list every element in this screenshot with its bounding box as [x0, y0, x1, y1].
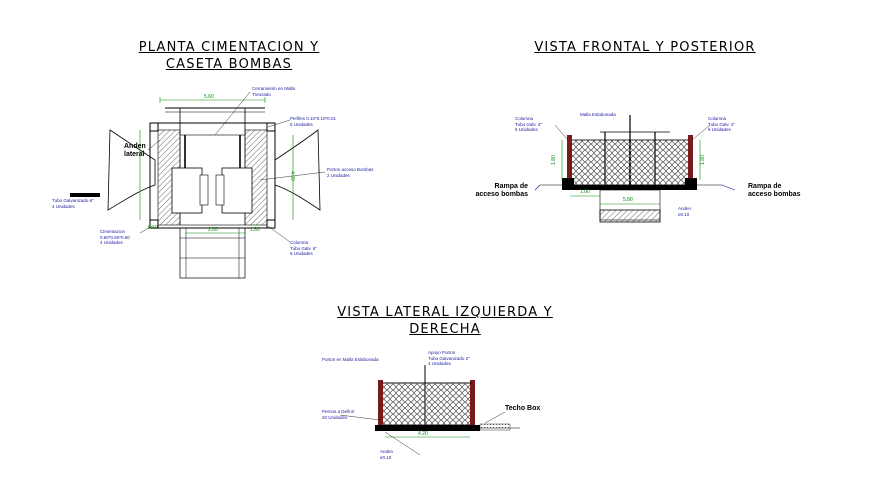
- lateral-techo-label: Techo Box: [505, 405, 541, 412]
- lateral-dim-w: 4.20: [418, 431, 428, 437]
- planta-dim-right: 4.00: [288, 171, 295, 181]
- planta-dim-bottom: 2.00: [208, 227, 218, 233]
- frontal-dim-w1: 1.00: [580, 189, 590, 195]
- title-planta: PLANTA CIMENTACION Y: [138, 40, 320, 55]
- title-lateral: VISTA LATERAL IZQUIERDA Y: [337, 305, 553, 320]
- lateral-porton-note: Porton en Malla Eslabonada: [322, 357, 379, 362]
- title-planta-2: CASETA BOMBAS: [165, 57, 293, 72]
- planta-dim-left: 0.60: [148, 225, 158, 231]
- title-lateral-2: DERECHA: [409, 322, 481, 337]
- planta-drawing: [70, 91, 326, 279]
- frontal-dim-h-left: 1.80: [550, 155, 557, 165]
- title-frontal: VISTA FRONTAL Y POSTERIOR: [534, 40, 756, 55]
- planta-dim-bottom2: 1.80: [250, 227, 260, 233]
- planta-tubo-note: Tubo Galvanizado 6"4 Unidades: [52, 198, 94, 209]
- lateral-drawing: [339, 365, 520, 456]
- frontal-dim-w2: 5.80: [623, 197, 633, 203]
- planta-dim-top: 5.60: [204, 94, 214, 100]
- frontal-malla-note: Malla Eslabonada: [580, 112, 616, 117]
- frontal-dim-h-right: 1.80: [699, 155, 706, 165]
- frontal-drawing: [534, 115, 736, 223]
